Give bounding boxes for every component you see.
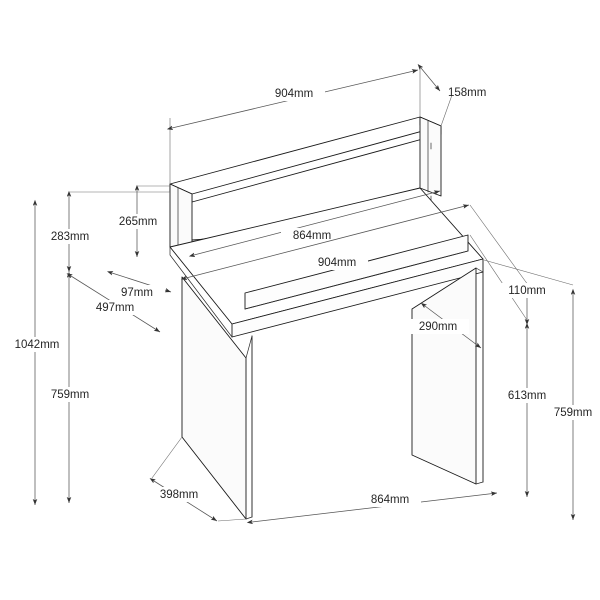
dim-label-footprint-width: 864mm bbox=[371, 494, 409, 506]
dim-label-desk-height-left: 759mm bbox=[51, 389, 89, 401]
dim-label-hutch-shelf-depth: 158mm bbox=[448, 87, 486, 99]
dim-desk-height-right: 759mm bbox=[483, 259, 600, 520]
left-side-panel-assembly bbox=[181, 276, 253, 520]
dim-label-side-panel-depth: 398mm bbox=[160, 489, 198, 501]
dim-label-desk-height-right: 759mm bbox=[554, 407, 592, 419]
dim-desk-height-left: 759mm bbox=[40, 271, 102, 503]
dim-label-hutch-shelf-width: 904mm bbox=[275, 88, 313, 100]
dim-label-apron-drop: 290mm bbox=[419, 321, 457, 333]
dim-leg-clearance-height: 613mm bbox=[497, 322, 559, 497]
dim-hutch-panel-height: 265mm bbox=[108, 184, 170, 257]
dim-desktop-thickness-offset: 110mm bbox=[469, 204, 557, 325]
dim-label-hutch-panel-height: 265mm bbox=[119, 216, 157, 228]
dim-apron-drop: 290mm bbox=[407, 302, 482, 349]
dim-hutch-shelf-width: 904mm bbox=[166, 68, 421, 184]
desktop-left-edge-thickness bbox=[169, 246, 233, 338]
dim-desktop-width: 904mm bbox=[180, 204, 470, 280]
right-leg-front-thickness bbox=[475, 267, 484, 485]
dimension-annotations: 904mm 158mm 265mm 283mm bbox=[4, 63, 600, 525]
dim-label-hutch-total-height: 283mm bbox=[51, 231, 89, 243]
dim-label-total-height: 1042mm bbox=[15, 339, 60, 351]
dim-hutch-total-height: 283mm bbox=[40, 190, 170, 272]
dim-label-desktop-width: 904mm bbox=[318, 257, 356, 269]
dim-total-height: 1042mm bbox=[4, 199, 74, 505]
dim-hutch-shelf-depth: 158mm bbox=[417, 63, 486, 127]
dim-label-hutch-setback: 97mm bbox=[121, 287, 153, 299]
dim-label-leg-clearance-height: 613mm bbox=[508, 390, 546, 402]
dim-label-desktop-depth: 497mm bbox=[96, 302, 134, 314]
hutch-right-side-panel bbox=[419, 116, 442, 197]
dim-label-backpanel-cutout-width: 864mm bbox=[293, 230, 331, 242]
dim-desktop-depth: 497mm bbox=[66, 273, 161, 333]
dim-side-panel-depth: 398mm bbox=[148, 436, 247, 522]
dim-footprint-width: 864mm bbox=[246, 491, 498, 525]
dim-label-desktop-thickness-offset: 110mm bbox=[508, 285, 546, 297]
